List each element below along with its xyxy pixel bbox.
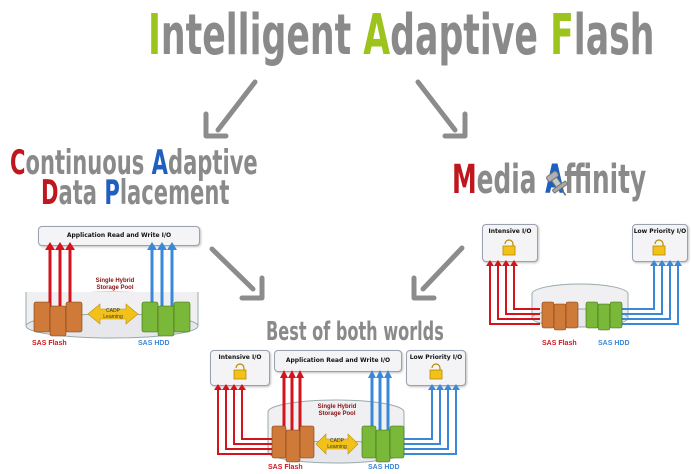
lock-icon: [502, 239, 516, 256]
app-io-box: Application Read and Write I/O: [38, 226, 200, 246]
arrow-icon: [203, 111, 229, 139]
cadp-learning-label: CADP Learning: [327, 438, 347, 450]
cadp-pool-graphic: [25, 242, 199, 339]
cadp-heading-part: ontinuous: [25, 143, 152, 183]
media-affinity-diagram: Intensive I/O Low Priority I/O: [480, 222, 690, 352]
lock-icon: [652, 239, 666, 256]
title-part: ntelligent: [160, 3, 364, 68]
sas-flash-label: SAS Flash: [542, 340, 577, 347]
media-affinity-graphic: [486, 239, 682, 331]
sas-flash-label: SAS Flash: [268, 464, 303, 471]
intensive-io-box: Intensive I/O: [482, 224, 538, 262]
sas-hdd-label: SAS HDD: [598, 340, 630, 347]
cadp-heading: Continuous Adaptive Data Placement: [10, 146, 258, 210]
best-of-both-graphic: [214, 363, 460, 464]
arrow-icon: [209, 246, 256, 292]
arrow-icon: [411, 275, 437, 301]
title-part: F: [550, 3, 574, 68]
arrow-icon: [442, 111, 468, 139]
title-part: lash: [573, 3, 655, 68]
best-of-both-worlds-heading: Best of both worlds: [266, 317, 444, 347]
pool-label: Single Hybrid Storage Pool: [317, 404, 357, 417]
cadp-heading-line2: Data Placement: [41, 176, 258, 210]
page-title: Intelligent Adaptive Flash: [148, 6, 655, 66]
title-part: I: [148, 3, 161, 68]
pushpin-icon: [546, 170, 568, 196]
sas-hdd-label: SAS HDD: [368, 464, 400, 471]
media-heading-part: edia: [476, 157, 546, 203]
intensive-io-box: Intensive I/O: [210, 350, 270, 386]
best-of-both-diagram: Intensive I/O Application Read and Write…: [206, 346, 468, 474]
cadp-heading-part: ata: [58, 173, 105, 213]
sas-hdd-label: SAS HDD: [138, 340, 170, 347]
cadp-heading-part: D: [41, 173, 59, 213]
cadp-heading-part: P: [104, 173, 120, 213]
cadp-heading-line1: Continuous Adaptive: [10, 146, 258, 180]
app-io-box: Application Read and Write I/O: [274, 350, 402, 372]
lock-icon: [233, 363, 247, 380]
media-heading-part: ffinity: [564, 157, 647, 203]
cadp-heading-part: A: [151, 143, 168, 183]
low-priority-io-box: Low Priority I/O: [406, 350, 466, 386]
cadp-heading-part: C: [10, 143, 26, 183]
low-priority-io-box: Low Priority I/O: [632, 224, 688, 262]
lock-icon: [429, 363, 443, 380]
title-part: A: [363, 3, 391, 68]
arrow-icon: [420, 245, 465, 292]
arrow-icon: [239, 275, 265, 301]
media-affinity-heading: Media Affinity: [452, 160, 646, 200]
pool-label: Single Hybrid Storage Pool: [95, 278, 135, 291]
cadp-learning-label: CADP Learning: [103, 308, 123, 320]
media-heading-part: M: [452, 157, 477, 203]
cadp-heading-part: lacement: [119, 173, 230, 213]
cadp-heading-part: daptive: [167, 143, 258, 183]
sas-flash-label: SAS Flash: [32, 340, 67, 347]
title-part: daptive: [390, 3, 551, 68]
arrow-icon: [215, 79, 258, 133]
arrow-icon: [415, 79, 458, 133]
cadp-diagram: Application Read and Write I/O: [20, 222, 208, 352]
